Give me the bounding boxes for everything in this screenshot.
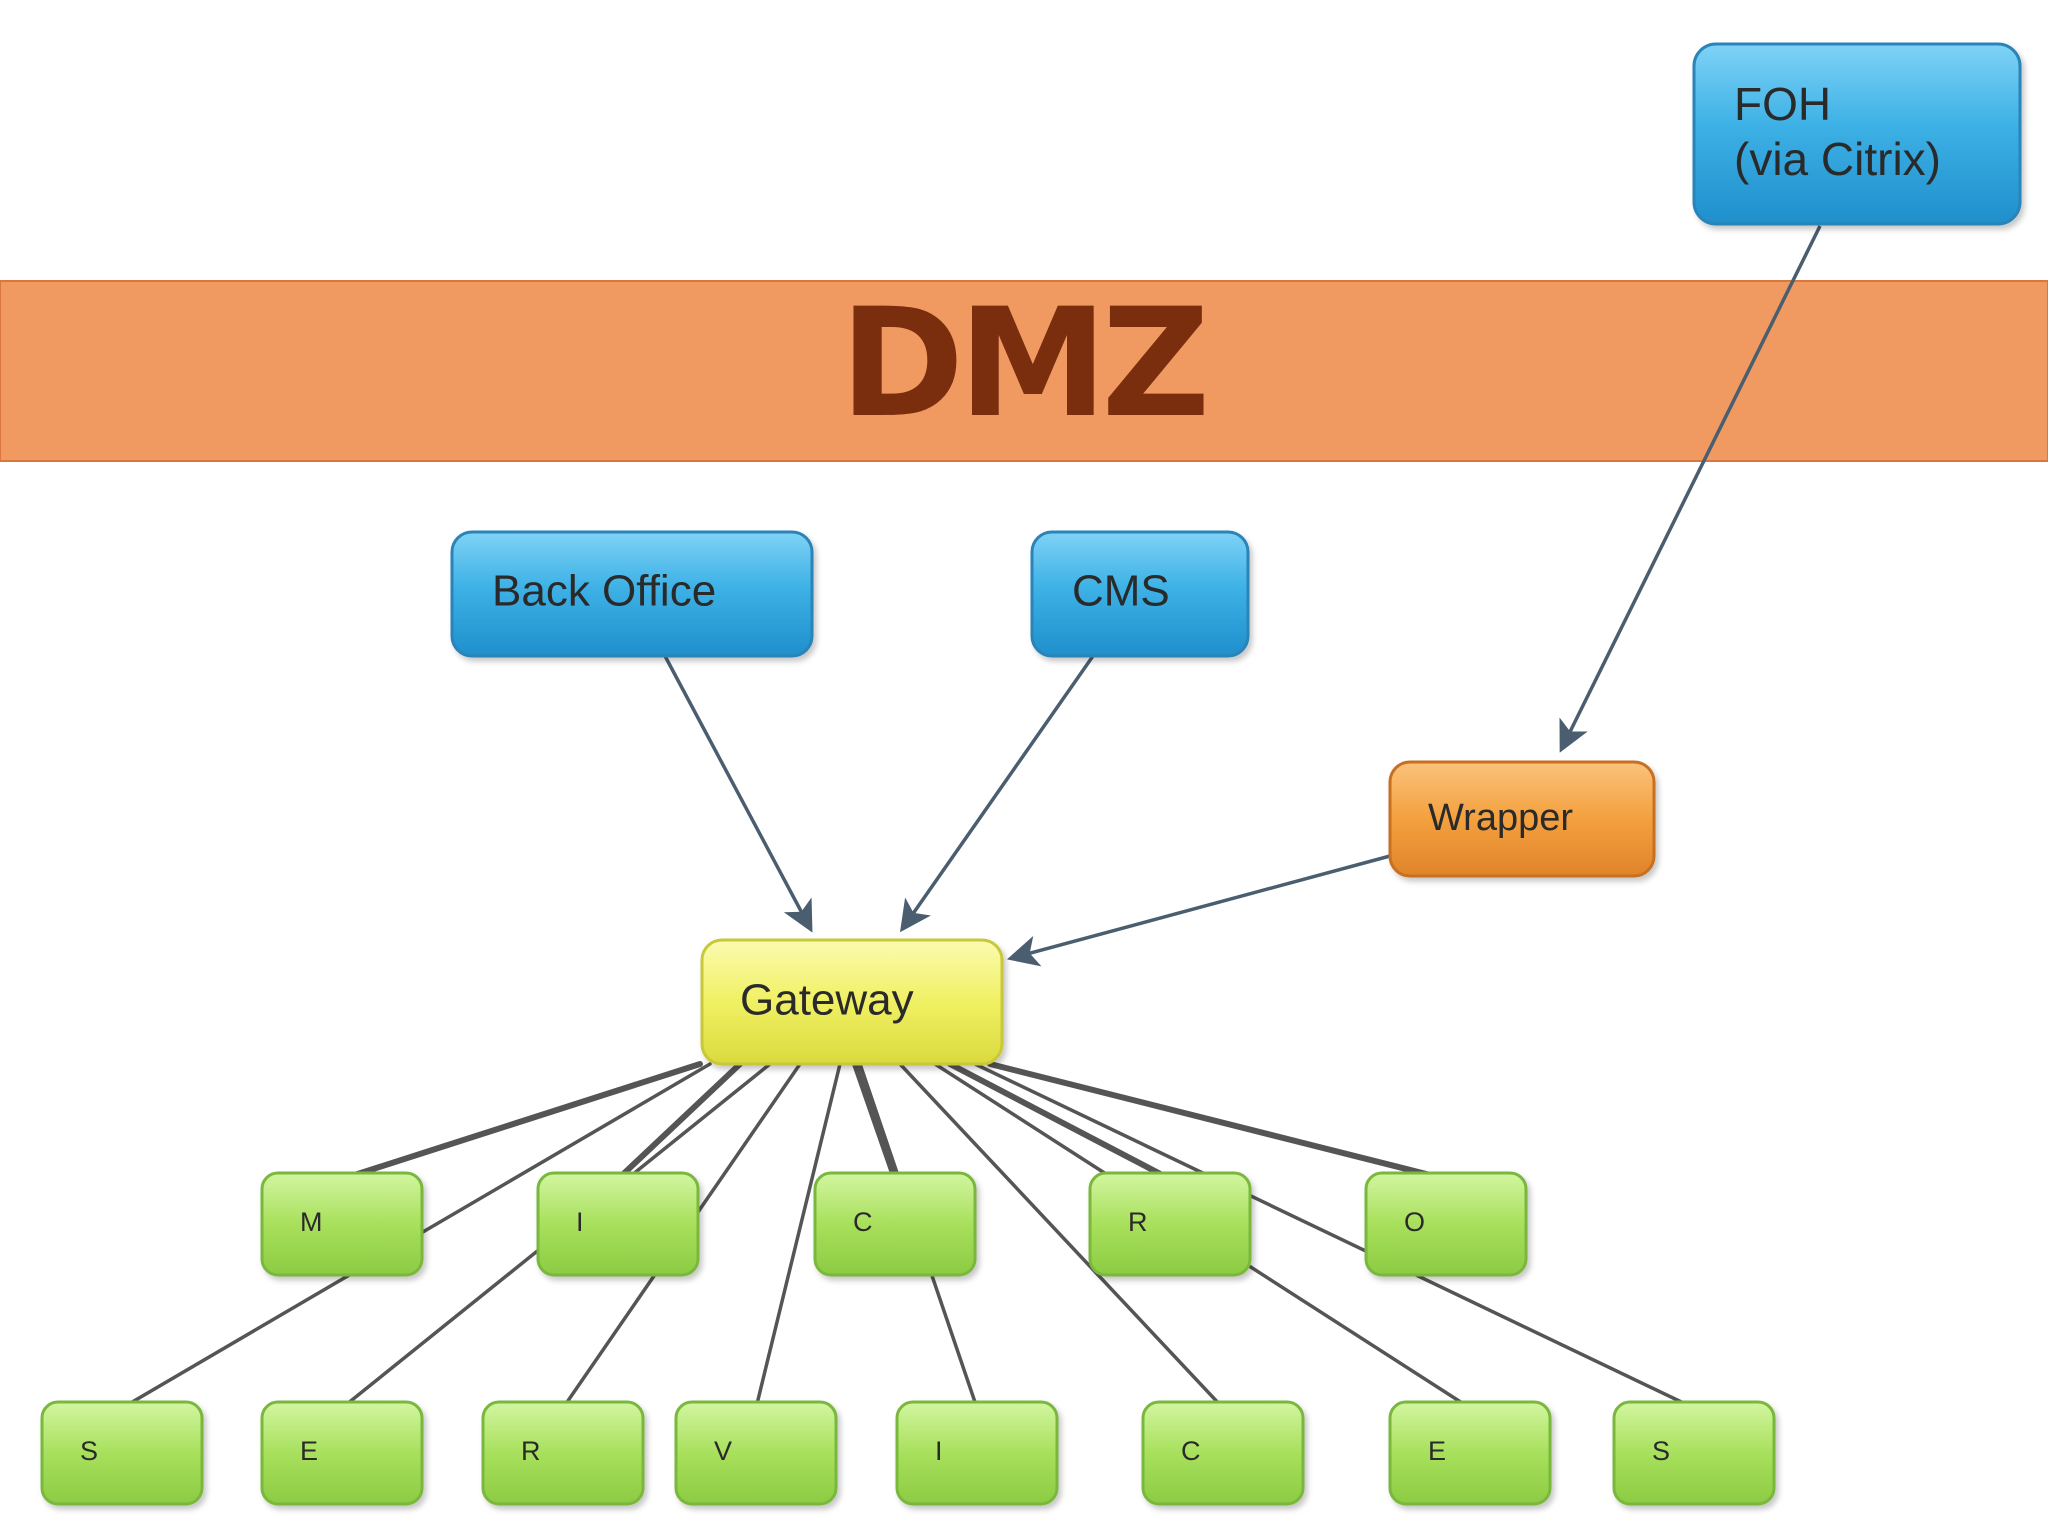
service-boxes: M I C R O S E R V I C E S xyxy=(40,1171,1776,1506)
service-box-row2-3: R xyxy=(481,1400,645,1506)
foh-node: FOH (via Citrix) xyxy=(1692,42,2022,226)
arrow-wrapper-to-gateway xyxy=(1006,854,1391,967)
service-box-row1-1: M xyxy=(260,1171,424,1277)
service-box-row1-4: R xyxy=(1088,1171,1252,1277)
service-link-row1-4 xyxy=(947,1061,1173,1182)
cms-label: CMS xyxy=(1072,567,1170,616)
service-label-row2-1: S xyxy=(80,1436,98,1466)
service-box-row2-2: E xyxy=(260,1400,424,1506)
gateway-label: Gateway xyxy=(740,976,914,1025)
service-label-row1-4: R xyxy=(1128,1207,1148,1237)
service-box-row1-2: I xyxy=(536,1171,700,1277)
arrow-connectors xyxy=(663,225,1822,967)
foh-label-line2: (via Citrix) xyxy=(1734,133,1941,185)
back-office-label: Back Office xyxy=(492,567,716,616)
service-box-row2-8: S xyxy=(1612,1400,1776,1506)
wrapper-node: Wrapper xyxy=(1388,760,1656,878)
service-label-row1-2: I xyxy=(576,1207,584,1237)
service-label-row2-5: I xyxy=(935,1436,943,1466)
arrow-backoffice-to-gateway xyxy=(663,655,813,933)
service-box-row2-6: C xyxy=(1141,1400,1305,1506)
dmz-zone: DMZ xyxy=(0,277,2048,462)
service-label-row2-7: E xyxy=(1428,1436,1446,1466)
service-label-row2-8: S xyxy=(1652,1436,1670,1466)
arrow-foh-to-wrapper xyxy=(1559,225,1822,753)
dmz-band xyxy=(0,280,2048,462)
back-office-node: Back Office xyxy=(450,530,814,658)
service-label-row2-4: V xyxy=(714,1436,732,1466)
service-label-row2-6: C xyxy=(1181,1436,1201,1466)
dmz-label: DMZ xyxy=(840,277,1205,451)
service-link-row1-2 xyxy=(615,1061,743,1182)
service-link-row1-1 xyxy=(339,1061,703,1182)
service-box-row1-3: C xyxy=(813,1171,977,1277)
service-label-row1-1: M xyxy=(300,1207,323,1237)
service-box-row2-4: V xyxy=(674,1400,838,1506)
service-link-row1-3 xyxy=(852,1061,898,1182)
foh-label-line1: FOH xyxy=(1734,78,1831,130)
service-box-row1-5: O xyxy=(1364,1171,1528,1277)
service-link-row1-5 xyxy=(987,1061,1449,1182)
wrapper-label: Wrapper xyxy=(1428,797,1573,839)
cms-node: CMS xyxy=(1030,530,1250,658)
gateway-node: Gateway xyxy=(700,938,1004,1066)
service-link-row2-8 xyxy=(973,1062,1696,1410)
service-label-row1-3: C xyxy=(853,1207,873,1237)
service-link-row2-6 xyxy=(898,1062,1225,1410)
service-label-row2-2: E xyxy=(300,1436,318,1466)
service-link-row2-4 xyxy=(754,1062,842,1410)
service-label-row2-3: R xyxy=(521,1436,541,1466)
service-box-row2-7: E xyxy=(1388,1400,1552,1506)
arrow-cms-to-gateway xyxy=(899,654,1095,933)
service-box-row2-5: I xyxy=(895,1400,1059,1506)
service-box-row2-1: S xyxy=(40,1400,204,1506)
service-label-row1-5: O xyxy=(1404,1207,1425,1237)
